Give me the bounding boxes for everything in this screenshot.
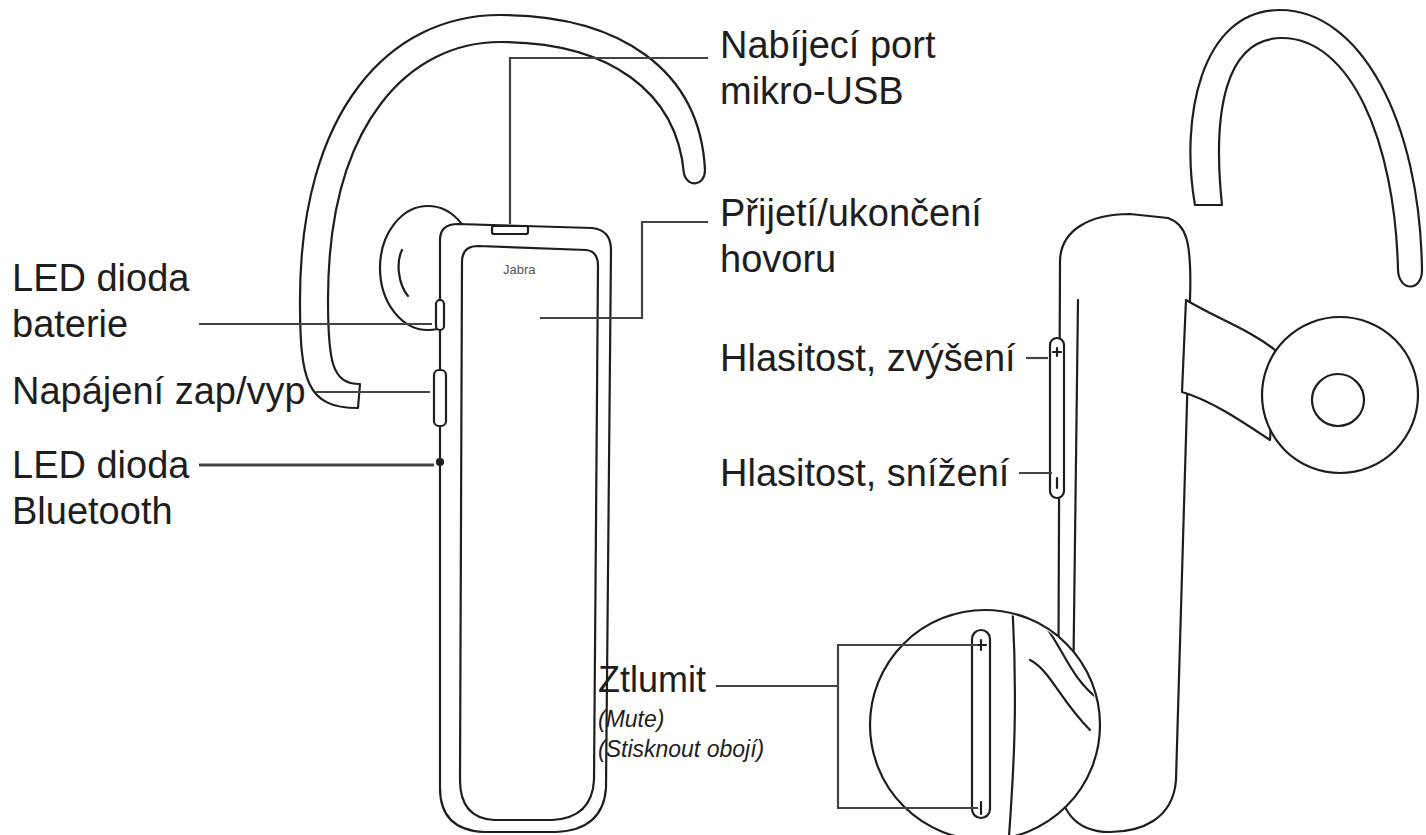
note-label: (Stisknout obojí) bbox=[598, 735, 764, 763]
ear-gel bbox=[1262, 317, 1418, 473]
leader-line bbox=[540, 222, 708, 318]
bluetooth-led bbox=[437, 459, 443, 465]
plus-mark bbox=[1053, 348, 1061, 356]
body-curve bbox=[1008, 600, 1015, 835]
part-label: LED dioda Bluetooth bbox=[12, 442, 212, 534]
body-face bbox=[460, 246, 598, 820]
leader-line bbox=[1019, 472, 1052, 474]
leader-line bbox=[838, 645, 978, 808]
body-curve bbox=[1040, 620, 1100, 700]
usb-port bbox=[492, 226, 528, 234]
ear-hook bbox=[1190, 10, 1422, 287]
part-label: Hlasitost, zvýšení bbox=[720, 335, 1016, 381]
leader-line bbox=[1026, 357, 1048, 359]
speaker-opening bbox=[1312, 374, 1364, 426]
part-label: Nabíjecí port mikro-USB bbox=[720, 22, 1000, 114]
zoom-circle bbox=[870, 610, 1100, 835]
leader-line bbox=[199, 463, 434, 466]
volume-rocker bbox=[1050, 338, 1064, 498]
ear-stem bbox=[1182, 300, 1275, 440]
battery-led bbox=[436, 300, 444, 330]
part-label: LED dioda baterie bbox=[12, 255, 212, 347]
part-label: Hlasitost, snížení bbox=[720, 450, 1009, 496]
part-label: Napájení zap/vyp bbox=[12, 368, 306, 414]
zoom-detail bbox=[972, 600, 1100, 835]
leader-line bbox=[716, 685, 838, 687]
part-label: Přijetí/ukončení hovoru bbox=[720, 190, 1020, 282]
headset-body bbox=[440, 224, 611, 832]
leader-line bbox=[199, 323, 432, 325]
minus-mark bbox=[1056, 478, 1058, 488]
minus-mark bbox=[980, 802, 982, 814]
power-button bbox=[434, 370, 446, 426]
note-label: (Mute) bbox=[598, 705, 664, 733]
body-curve bbox=[1030, 660, 1090, 730]
volume-rocker bbox=[972, 630, 990, 818]
part-label: Ztlumit bbox=[598, 658, 706, 702]
leader-line bbox=[316, 391, 430, 393]
brand-logo: Jabra bbox=[503, 262, 536, 278]
ear-gel-detail bbox=[399, 250, 408, 296]
leader-line bbox=[510, 58, 708, 224]
